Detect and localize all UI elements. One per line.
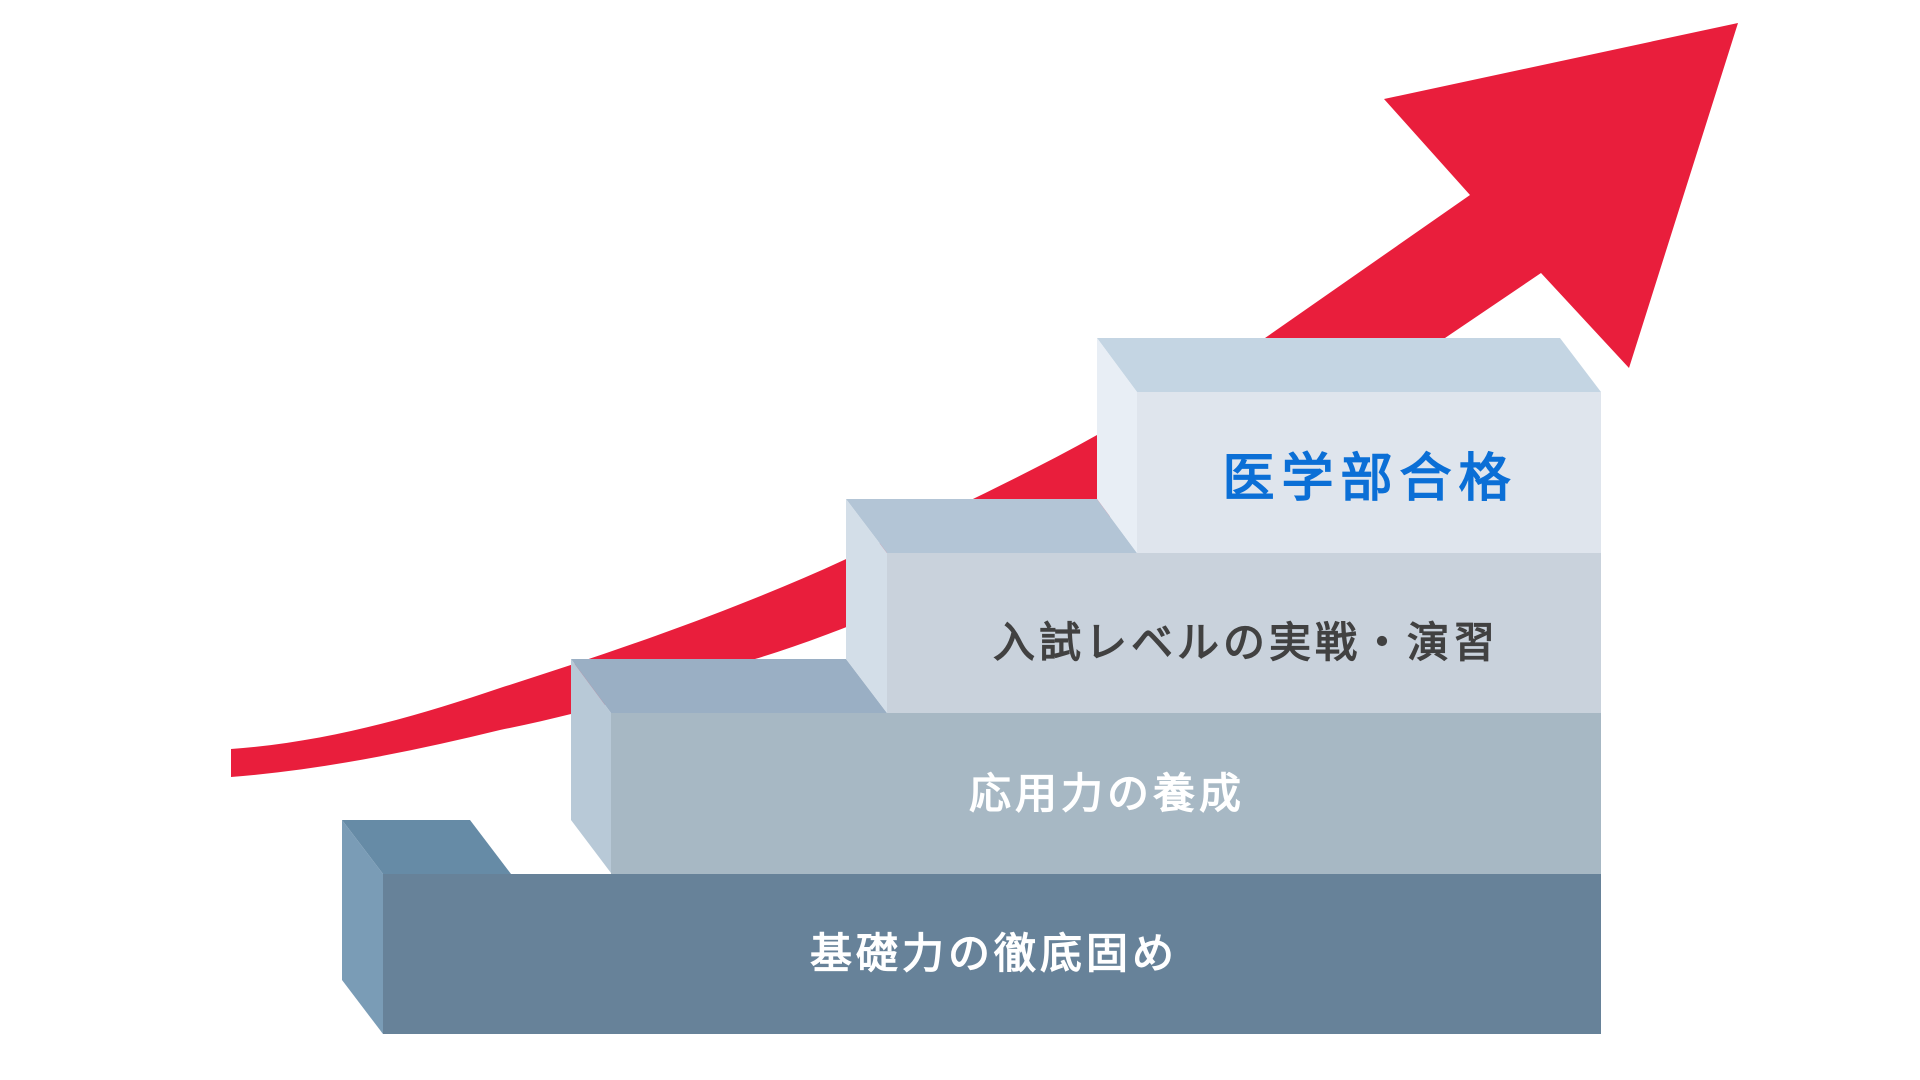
step-3-top-face: [846, 499, 1137, 553]
step-3-side-face: [846, 499, 887, 713]
step-2-front-face: [611, 713, 1601, 874]
step-3: [846, 499, 1601, 713]
step-2-label: 応用力の養成: [968, 769, 1246, 818]
step-1-side-face: [342, 820, 383, 1034]
step-1-front-face: [383, 874, 1601, 1034]
step-4-side-face: [1097, 338, 1137, 553]
step-4-top-face: [1097, 338, 1601, 392]
step-1-top-face: [342, 820, 511, 874]
step-2: [571, 659, 1601, 874]
step-4-front-face: [1137, 392, 1601, 553]
step-2-top-face: [571, 659, 887, 713]
growth-arrow-icon: [231, 23, 1738, 777]
step-4-label: 医学部合格: [1222, 449, 1518, 509]
step-3-front-face: [887, 553, 1601, 713]
step-1: [342, 820, 1601, 1034]
step-2-side-face: [571, 659, 611, 873]
step-4: [1097, 338, 1601, 553]
step-1-label: 基礎力の徹底固め: [809, 929, 1179, 978]
step-3-label: 入試レベルの実戦・演習: [992, 618, 1500, 667]
